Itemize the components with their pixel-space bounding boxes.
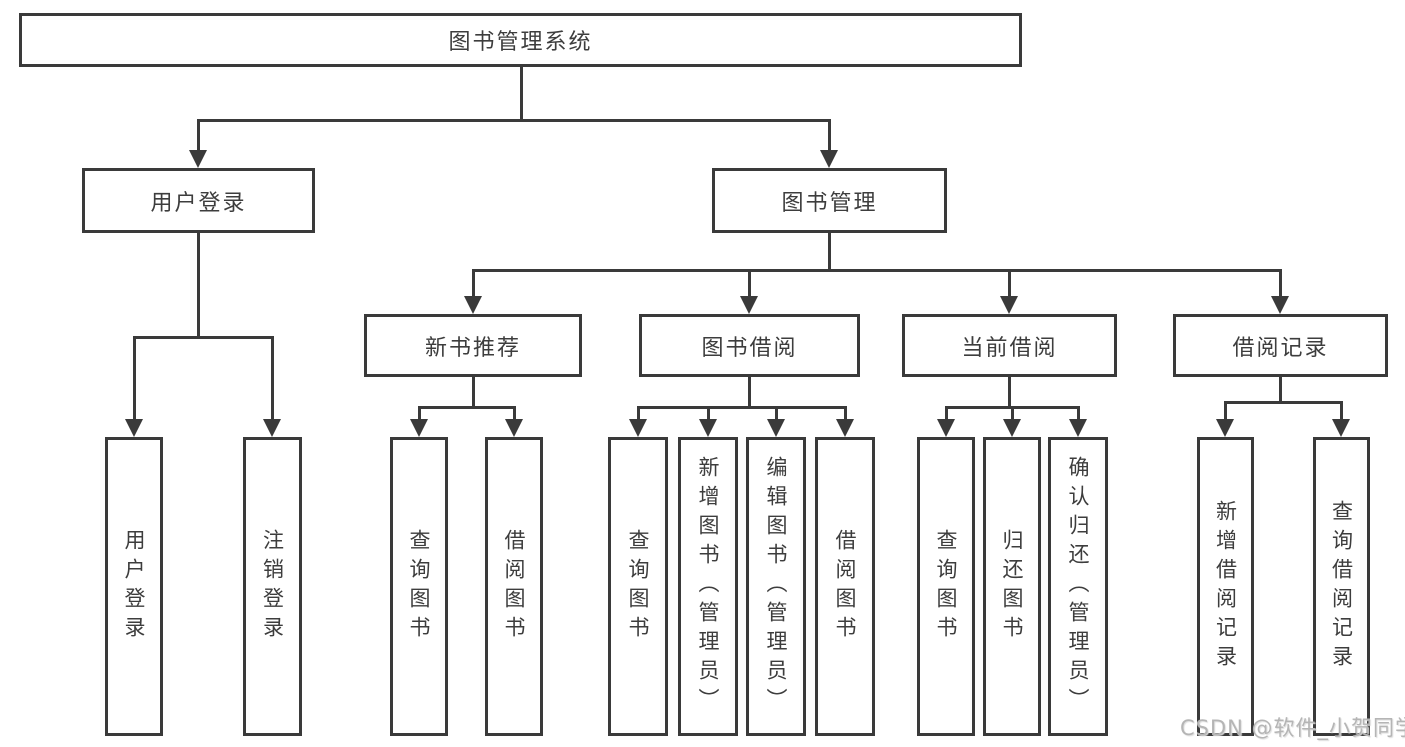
connector-arrow-line	[774, 407, 778, 420]
arrow-down-icon	[629, 419, 647, 437]
connector-arrow-line	[706, 407, 710, 420]
node-label: 归还图书	[1000, 528, 1024, 645]
arrow-down-icon	[937, 419, 955, 437]
arrow-down-icon	[1069, 419, 1087, 437]
connector-arrow-line	[417, 407, 421, 420]
arrow-down-icon	[505, 419, 523, 437]
leaf-current-query-books: 查询图书	[917, 437, 975, 736]
arrow-down-icon	[189, 150, 207, 168]
node-label: 借阅图书	[833, 528, 857, 645]
arrow-down-icon	[767, 419, 785, 437]
node-label: 查询借阅记录	[1329, 499, 1354, 674]
leaf-records-add-record: 新增借阅记录	[1197, 437, 1254, 736]
connector-arrow-line	[1339, 402, 1343, 420]
leaf-current-confirm-return-admin: 确认归还（管理员）	[1048, 437, 1108, 736]
connector-stem	[1007, 376, 1011, 409]
node-label: 注销登录	[260, 528, 285, 645]
connector-branch	[636, 405, 847, 409]
connector-arrow-line	[512, 407, 516, 420]
connector-stem	[196, 233, 200, 339]
connector-branch	[196, 118, 831, 122]
connector-arrow-line	[747, 270, 751, 297]
node-book-borrow: 图书借阅	[639, 314, 860, 377]
node-borrow-records: 借阅记录	[1173, 314, 1388, 377]
connector-arrow-line	[132, 337, 136, 420]
arrow-down-icon	[464, 296, 482, 314]
node-book-management: 图书管理	[712, 168, 947, 233]
connector-arrow-line	[1010, 407, 1014, 420]
arrow-down-icon	[1332, 419, 1350, 437]
leaf-user-login: 用户登录	[105, 437, 163, 736]
leaf-current-return-books: 归还图书	[983, 437, 1041, 736]
arrow-down-icon	[699, 419, 717, 437]
node-label: 新增借阅记录	[1213, 499, 1238, 674]
arrow-down-icon	[1216, 419, 1234, 437]
connector-branch	[417, 405, 516, 409]
arrow-down-icon	[125, 419, 143, 437]
connector-stem	[471, 377, 475, 409]
connector-stem	[519, 67, 523, 122]
arrow-down-icon	[820, 150, 838, 168]
connector-arrow-line	[827, 120, 831, 151]
connector-arrow-line	[636, 407, 640, 420]
arrow-down-icon	[740, 296, 758, 314]
connector-arrow-line	[471, 270, 475, 297]
leaf-newbook-borrow-books: 借阅图书	[485, 437, 543, 736]
connector-branch	[471, 268, 1282, 272]
node-user-login: 用户登录	[82, 168, 315, 233]
leaf-borrow-add-books-admin: 新增图书（管理员）	[678, 437, 738, 736]
node-current-borrow: 当前借阅	[902, 314, 1117, 377]
connector-arrow-line	[1007, 270, 1011, 297]
node-system-root: 图书管理系统	[19, 13, 1022, 67]
leaf-borrow-edit-books-admin: 编辑图书（管理员）	[746, 437, 806, 736]
arrow-down-icon	[1003, 419, 1021, 437]
node-label: 编辑图书（管理员）	[764, 456, 788, 717]
leaf-logout: 注销登录	[243, 437, 302, 736]
arrow-down-icon	[263, 419, 281, 437]
leaf-borrow-borrow-books: 借阅图书	[815, 437, 875, 736]
arrow-down-icon	[1000, 296, 1018, 314]
connector-arrow-line	[270, 337, 274, 420]
leaf-borrow-query-books: 查询图书	[608, 437, 668, 736]
node-label: 查询图书	[407, 528, 431, 645]
node-label: 新增图书（管理员）	[696, 456, 720, 717]
node-new-book-recommend: 新书推荐	[364, 314, 582, 377]
leaf-newbook-query-books: 查询图书	[390, 437, 448, 736]
connector-branch	[1223, 400, 1343, 404]
node-label: 确认归还（管理员）	[1066, 456, 1090, 717]
node-label: 借阅图书	[502, 528, 526, 645]
connector-branch	[132, 335, 274, 339]
node-label: 查询图书	[934, 528, 958, 645]
csdn-watermark: CSDN @软件_小贺同学	[1180, 716, 1405, 740]
arrow-down-icon	[836, 419, 854, 437]
connector-arrow-line	[944, 407, 948, 420]
connector-arrow-line	[196, 120, 200, 151]
connector-stem	[1278, 376, 1282, 404]
connector-arrow-line	[1223, 402, 1227, 420]
connector-stem	[747, 377, 751, 409]
leaf-records-query-record: 查询借阅记录	[1313, 437, 1370, 736]
node-label: 查询图书	[626, 528, 650, 645]
connector-arrow-line	[843, 407, 847, 420]
connector-arrow-line	[1076, 407, 1080, 420]
connector-arrow-line	[1278, 270, 1282, 297]
connector-stem	[827, 233, 831, 272]
arrow-down-icon	[1271, 296, 1289, 314]
arrow-down-icon	[410, 419, 428, 437]
node-label: 用户登录	[122, 528, 146, 645]
